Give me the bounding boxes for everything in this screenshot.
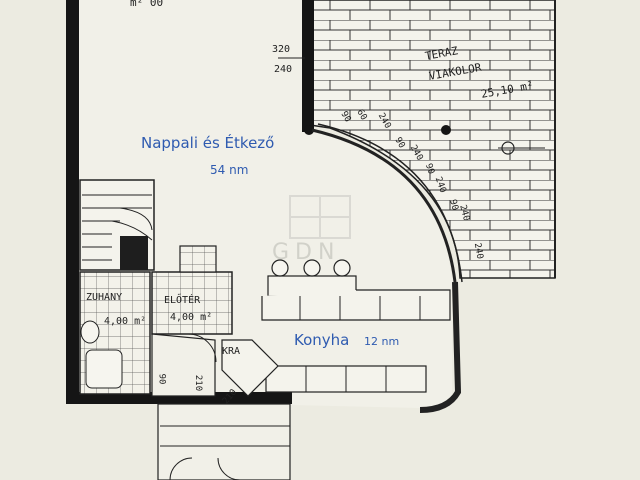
- hall-label: ELŐTÉR: [164, 295, 201, 306]
- kitchen-island: [261, 289, 451, 321]
- bathroom-label: ZUHANY: [86, 292, 123, 303]
- pantry: [221, 339, 279, 397]
- lower-landing: [157, 403, 291, 480]
- counter-dividers: [305, 366, 387, 392]
- terrace-paving: [309, 0, 556, 279]
- door-swing: [187, 333, 217, 363]
- island-dividers: [299, 296, 421, 320]
- window-height: 240: [274, 64, 293, 75]
- pillar-marker: [441, 125, 451, 135]
- curved-wall-south: [419, 281, 462, 413]
- living-room-area: 54 nm: [210, 163, 249, 177]
- door-dimension: 90: [156, 373, 167, 385]
- south-wall: [66, 392, 292, 404]
- watermark-logo: [289, 195, 351, 239]
- window-width: 320: [272, 44, 291, 55]
- curved-glass-wall-outer: [317, 123, 463, 283]
- pillar-marker: [304, 125, 314, 135]
- bar-stools: [271, 259, 351, 277]
- door-dimension: 210: [193, 374, 204, 392]
- curved-glass-wall: [311, 128, 457, 283]
- west-wall: [66, 0, 79, 404]
- north-wall-pillar: [302, 0, 314, 132]
- stair-treads: [82, 194, 153, 261]
- watermark-text: GDN: [272, 240, 341, 265]
- stair-core: [120, 236, 148, 270]
- top-label: m² 00: [130, 0, 164, 9]
- living-room-name: Nappali és Étkező: [141, 134, 275, 152]
- entry-corridor: [151, 333, 216, 397]
- toilet: [80, 320, 100, 344]
- landing-lines: [160, 425, 290, 447]
- kitchen-name: Konyha: [294, 331, 350, 349]
- hall-area: 4,00 m²: [170, 312, 213, 323]
- bathroom-area: 4,00 m²: [104, 316, 147, 327]
- hall-nook: [179, 245, 217, 273]
- shower-tray: [85, 349, 123, 389]
- kitchen-area: 12 nm: [364, 335, 400, 348]
- hall: [151, 271, 233, 335]
- pantry-label: KRA: [222, 346, 241, 357]
